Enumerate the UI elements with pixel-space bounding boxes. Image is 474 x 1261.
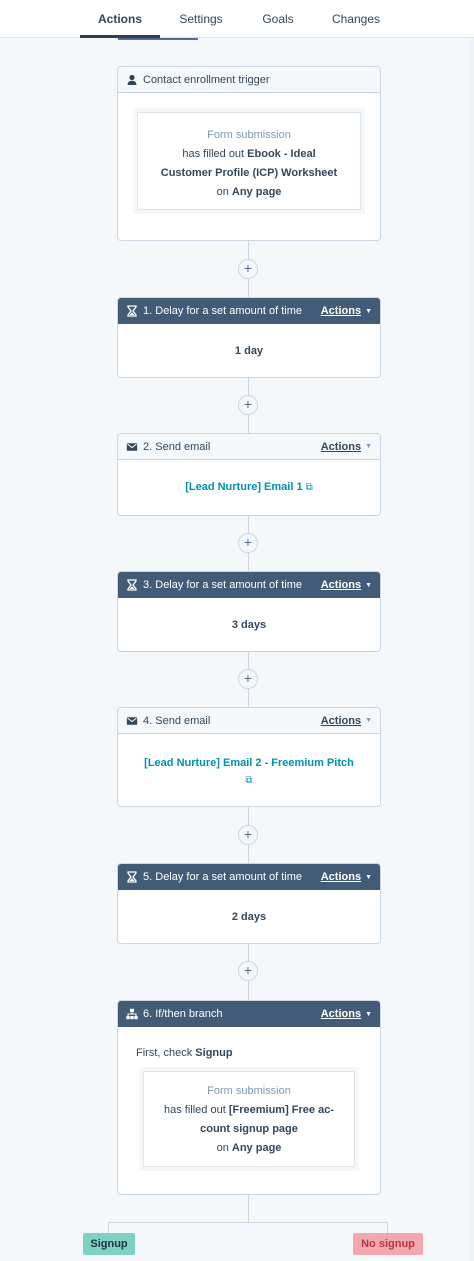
connector-line bbox=[248, 1194, 249, 1222]
form-name-continued: Customer Profile (ICP) Worksheet bbox=[160, 167, 338, 179]
trigger-header: Contact enrollment trigger bbox=[118, 67, 380, 93]
delay-action-card[interactable]: 1. Delay for a set amount of time Action… bbox=[117, 297, 381, 378]
delay-action-card[interactable]: 5. Delay for a set amount of time Action… bbox=[117, 863, 381, 944]
action-header: 5. Delay for a set amount of time Action… bbox=[118, 864, 380, 890]
enrollment-trigger-card[interactable]: Contact enrollment trigger Form submissi… bbox=[117, 66, 381, 241]
send-email-action-card[interactable]: 4. Send email Actions ▼ [Lead Nurture] E… bbox=[117, 707, 381, 807]
tab-actions[interactable]: Actions bbox=[97, 12, 142, 26]
actions-menu-button[interactable]: Actions bbox=[320, 714, 362, 727]
caret-down-icon[interactable]: ▼ bbox=[365, 443, 372, 450]
add-action-button[interactable]: + bbox=[238, 669, 258, 689]
delay-value: 3 days bbox=[231, 619, 267, 631]
tab-goals[interactable]: Goals bbox=[262, 12, 294, 26]
actions-menu-button[interactable]: Actions bbox=[320, 440, 362, 453]
actions-menu-button[interactable]: Actions bbox=[320, 579, 362, 591]
action-title: 1. Delay for a set amount of time bbox=[143, 305, 302, 317]
hourglass-icon bbox=[127, 579, 137, 591]
add-action-button[interactable]: + bbox=[238, 961, 258, 981]
form-name: [Freemium] Free ac- bbox=[228, 1104, 334, 1116]
criteria-type: Form submission bbox=[207, 1085, 291, 1097]
criteria-line: has filled out [Freemium] Free ac- bbox=[164, 1104, 334, 1116]
add-action-button[interactable]: + bbox=[238, 825, 258, 845]
tab-settings[interactable]: Settings bbox=[179, 12, 223, 26]
if-then-branch-card[interactable]: 6. If/then branch Actions ▼ First, check… bbox=[117, 1000, 381, 1195]
actions-menu-button[interactable]: Actions bbox=[320, 871, 362, 883]
criteria-type: Form submission bbox=[207, 129, 291, 141]
delay-value: 2 days bbox=[231, 911, 267, 923]
person-icon bbox=[127, 74, 137, 85]
trigger-title: Contact enrollment trigger bbox=[143, 73, 270, 86]
hourglass-icon bbox=[127, 305, 137, 317]
active-tab-indicator bbox=[80, 35, 160, 38]
connector-line bbox=[108, 1222, 109, 1234]
email-link[interactable]: [Lead Nurture] Email 2 - Freemium Pitch bbox=[144, 757, 354, 769]
branch-tag-signup[interactable]: Signup bbox=[83, 1233, 135, 1255]
criteria-page: on Any page bbox=[216, 1142, 282, 1154]
action-title: 6. If/then branch bbox=[143, 1008, 223, 1020]
trigger-criteria-box[interactable]: Form submission has filled out Ebook - I… bbox=[137, 112, 361, 210]
connector-line bbox=[387, 1222, 388, 1234]
action-header: 4. Send email Actions ▼ bbox=[118, 708, 380, 734]
tab-indicator-shadow bbox=[118, 38, 198, 40]
envelope-icon bbox=[126, 442, 138, 451]
branch-connector bbox=[108, 1222, 388, 1223]
email-link[interactable]: [Lead Nurture] Email 1 bbox=[185, 481, 303, 493]
delay-value: 1 day bbox=[234, 345, 264, 357]
send-email-action-card[interactable]: 2. Send email Actions ▼ [Lead Nurture] E… bbox=[117, 433, 381, 516]
action-header: 3. Delay for a set amount of time Action… bbox=[118, 572, 380, 598]
action-title: 3. Delay for a set amount of time bbox=[143, 579, 302, 591]
tab-bar: Actions Settings Goals Changes bbox=[0, 0, 474, 38]
actions-menu-button[interactable]: Actions bbox=[320, 305, 362, 317]
form-name-continued: count signup page bbox=[200, 1123, 298, 1135]
branch-icon bbox=[126, 1008, 138, 1020]
tab-changes[interactable]: Changes bbox=[331, 12, 381, 26]
action-title: 5. Delay for a set amount of time bbox=[143, 871, 302, 883]
add-action-button[interactable]: + bbox=[238, 533, 258, 553]
scroll-edge bbox=[470, 38, 474, 1261]
action-header: 1. Delay for a set amount of time Action… bbox=[118, 298, 380, 324]
add-action-button[interactable]: + bbox=[238, 259, 258, 279]
caret-down-icon[interactable]: ▼ bbox=[365, 717, 372, 724]
external-link-icon[interactable]: ⧉ bbox=[305, 482, 313, 493]
action-header: 2. Send email Actions ▼ bbox=[118, 434, 380, 460]
branch-criteria-box[interactable]: Form submission has filled out [Freemium… bbox=[143, 1071, 355, 1167]
action-header: 6. If/then branch Actions ▼ bbox=[118, 1001, 380, 1027]
external-link-icon[interactable]: ⧉ bbox=[245, 775, 253, 786]
add-action-button[interactable]: + bbox=[238, 395, 258, 415]
hourglass-icon bbox=[127, 871, 137, 883]
action-title: 2. Send email bbox=[143, 440, 211, 453]
caret-down-icon[interactable]: ▼ bbox=[365, 873, 372, 881]
branch-check-label: First, check Signup bbox=[136, 1047, 233, 1059]
criteria-page: on Any page bbox=[216, 186, 282, 198]
delay-action-card[interactable]: 3. Delay for a set amount of time Action… bbox=[117, 571, 381, 652]
criteria-line: has filled out Ebook - Ideal bbox=[182, 148, 316, 160]
caret-down-icon[interactable]: ▼ bbox=[365, 1010, 372, 1018]
actions-menu-button[interactable]: Actions bbox=[320, 1008, 362, 1020]
caret-down-icon[interactable]: ▼ bbox=[365, 581, 372, 589]
envelope-icon bbox=[126, 716, 138, 725]
branch-tag-no-signup[interactable]: No signup bbox=[353, 1233, 423, 1255]
form-name: Ebook - Ideal bbox=[247, 148, 316, 160]
caret-down-icon[interactable]: ▼ bbox=[365, 307, 372, 315]
action-title: 4. Send email bbox=[143, 714, 211, 727]
